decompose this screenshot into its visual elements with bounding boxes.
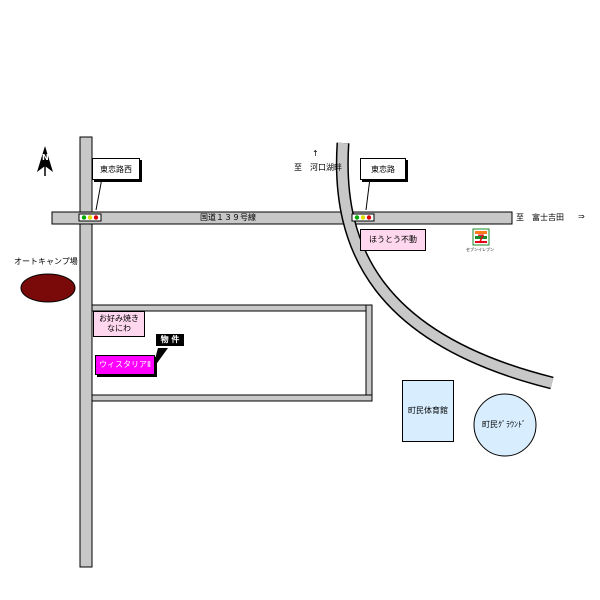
north-destination-label: 至 河口湖畔 xyxy=(294,163,342,172)
north-arrow-icon xyxy=(37,146,53,176)
traffic-signal-east xyxy=(351,213,375,222)
town-ground-marker xyxy=(473,393,537,457)
traffic-signal-west xyxy=(78,213,102,222)
curved-road-fill xyxy=(337,142,554,388)
north-label: N xyxy=(42,153,49,162)
east-side-street xyxy=(365,304,373,401)
camp-site-label: オートキャンプ場 xyxy=(14,257,78,266)
route-139-label: 国道１３９号線 xyxy=(200,213,256,222)
svg-text:7: 7 xyxy=(478,232,485,246)
east-destination-label: 至 富士吉田 xyxy=(516,213,564,222)
store-caption: セブンイレブン xyxy=(466,247,494,252)
town-gym-label: 町民体育館 xyxy=(408,405,448,415)
signal-east-label: 東恋路 xyxy=(371,164,395,174)
seven-eleven-logo-icon: 7 xyxy=(472,228,490,246)
signal-west-label: 東恋路西 xyxy=(100,164,132,174)
route-139-road xyxy=(51,211,513,225)
realtor-label: ほうとう不動 xyxy=(369,234,417,244)
west-road xyxy=(79,136,93,568)
camp-site-marker xyxy=(20,273,76,303)
town-ground-label: 町民ｸﾞﾗｳﾝﾄﾞ xyxy=(482,420,526,429)
signal-east-pointer xyxy=(365,177,371,211)
okonomi-box: お好み焼き なにわ xyxy=(93,311,145,337)
okonomi-label: お好み焼き なにわ xyxy=(99,313,139,333)
signal-west-callout: 東恋路西 xyxy=(92,158,140,180)
signal-west-pointer xyxy=(95,177,103,211)
property-pointer xyxy=(152,348,168,370)
town-gym-box: 町民体育館 xyxy=(402,380,454,442)
east-destination-arrow: ⇒ xyxy=(578,212,585,221)
property-tag-label: 物 件 xyxy=(160,334,180,344)
north-destination-arrow: ↑ xyxy=(312,149,319,158)
property-label: ウィスタリアⅡ xyxy=(99,359,151,369)
signal-east-callout: 東恋路 xyxy=(360,158,406,180)
realtor-box: ほうとう不動 xyxy=(360,229,426,251)
lower-side-street xyxy=(91,394,373,402)
property-box: ウィスタリアⅡ xyxy=(95,355,155,375)
property-tag: 物 件 xyxy=(156,334,184,346)
